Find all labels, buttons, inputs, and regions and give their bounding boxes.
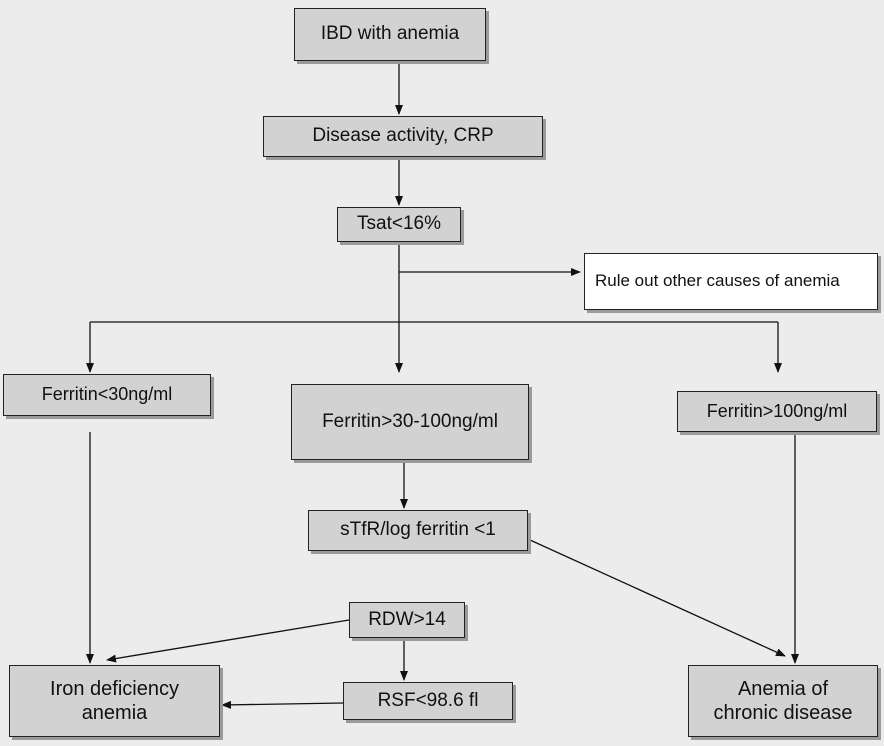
node-rsf: RSF<98.6 fl: [343, 682, 513, 720]
node-iron-deficiency-anemia: Iron deficiency anemia: [9, 665, 220, 737]
node-tsat: Tsat<16%: [337, 207, 461, 242]
arrow-rdw-to-ida: [106, 619, 350, 663]
node-label: Ferritin>30-100ng/ml: [322, 410, 498, 432]
node-label: Rule out other causes of anemia: [595, 271, 840, 291]
node-rule-out: Rule out other causes of anemia: [584, 253, 878, 310]
node-anemia-of-chronic-disease: Anemia of chronic disease: [688, 665, 878, 737]
node-label: Iron deficiency anemia: [50, 678, 179, 724]
node-ferritin-mid: Ferritin>30-100ng/ml: [291, 384, 529, 460]
arrow-stfr-to-acd: [529, 539, 786, 657]
node-label: Tsat<16%: [357, 213, 441, 235]
node-label: RDW>14: [368, 608, 446, 630]
node-stfr-log-ferritin: sTfR/log ferritin <1: [308, 510, 528, 551]
node-ibd-with-anemia: IBD with anemia: [294, 8, 486, 61]
node-label: RSF<98.6 fl: [377, 689, 479, 711]
node-label: IBD with anemia: [320, 23, 460, 45]
node-label: Ferritin>100ng/ml: [706, 400, 848, 421]
node-ferritin-low: Ferritin<30ng/ml: [3, 374, 211, 416]
node-label: Ferritin<30ng/ml: [41, 384, 173, 405]
node-label: Anemia of chronic disease: [713, 678, 853, 724]
node-disease-activity: Disease activity, CRP: [263, 116, 543, 157]
node-label: sTfR/log ferritin <1: [340, 519, 496, 541]
node-ferritin-high: Ferritin>100ng/ml: [677, 391, 877, 432]
node-rdw: RDW>14: [349, 602, 465, 638]
arrow-rsf-to-ida: [221, 700, 344, 709]
node-label: Disease activity, CRP: [312, 125, 494, 147]
